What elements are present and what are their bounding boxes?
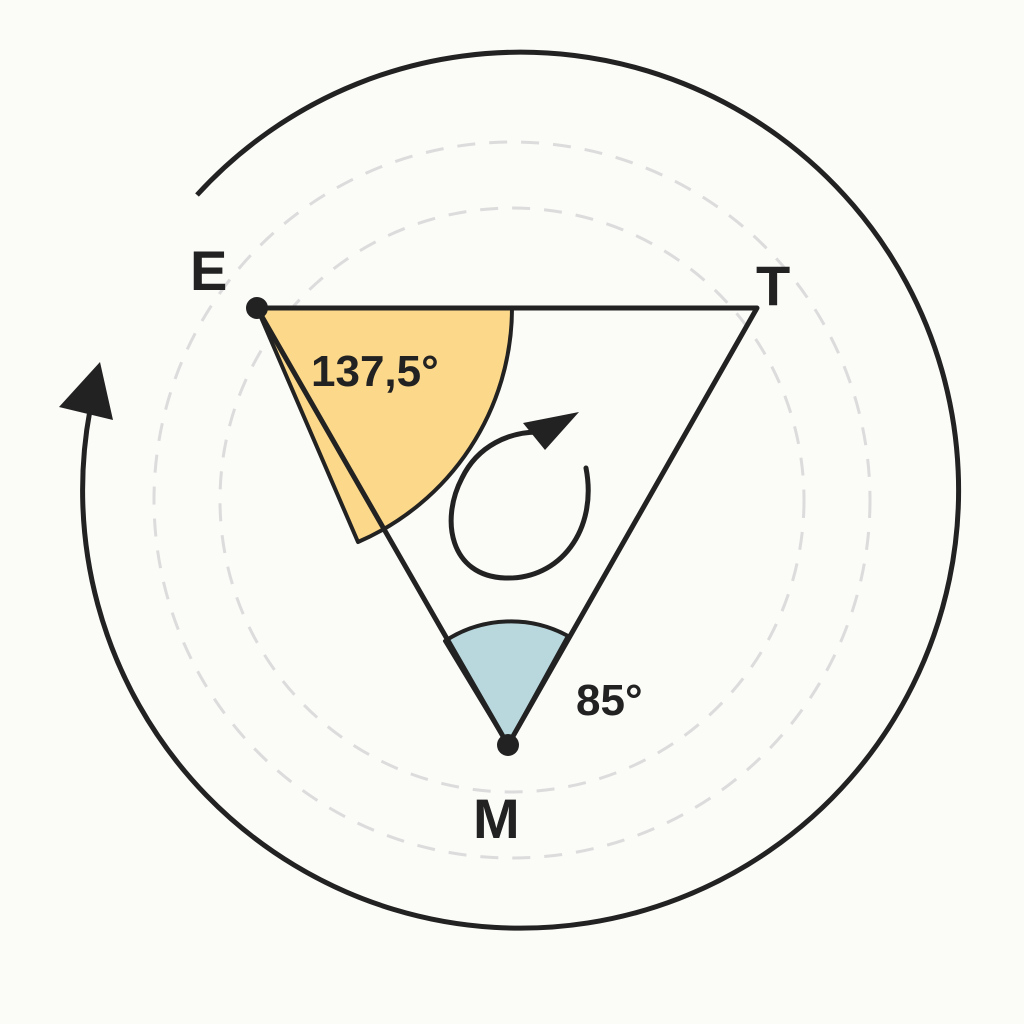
angle-label-e: 137,5° [311,347,439,396]
outer-arrowhead [59,362,113,420]
rotation-arrow-icon [448,412,591,581]
inner-dashed-circle [218,206,806,794]
inner-rotation-curve [448,429,591,581]
angle-label-m: 85° [576,676,643,725]
vertex-dot-m [497,734,519,756]
vertex-dot-e [246,297,268,319]
vertex-label-t: T [756,254,790,317]
triangle-etm [254,305,760,748]
angle-sector-e [255,306,514,544]
vertex-label-e: E [190,239,227,302]
angle-sector-m [443,619,570,747]
outer-dashed-circle [152,140,872,860]
counterclockwise-arrow-icon [59,49,962,931]
inner-arrowhead [523,412,579,450]
vertex-label-m: M [473,787,520,850]
outer-rotation-arc [80,49,962,931]
